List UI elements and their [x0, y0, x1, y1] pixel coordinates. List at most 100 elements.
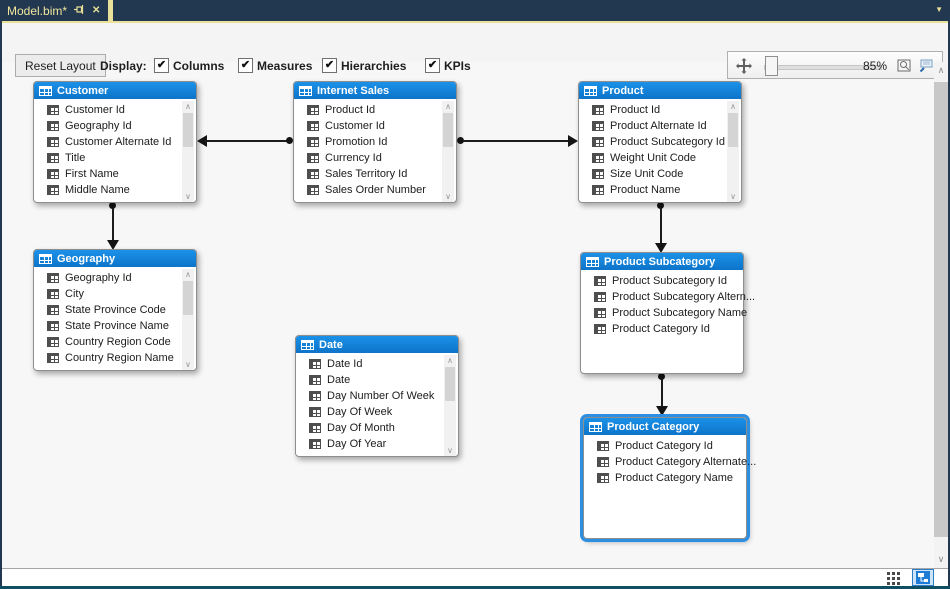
- fit-to-screen-icon[interactable]: [897, 58, 912, 78]
- relationship-customer-geography[interactable]: [107, 202, 119, 250]
- checkbox-measures[interactable]: ✔: [238, 58, 253, 73]
- table-date[interactable]: Date Date Id Date Day Number Of Week Day…: [295, 335, 459, 457]
- scrollbar-thumb[interactable]: [728, 113, 738, 147]
- column-row[interactable]: State Province Name: [34, 318, 196, 334]
- checkbox-kpis[interactable]: ✔: [425, 58, 440, 73]
- column-row[interactable]: Product Id: [294, 102, 456, 118]
- table-header[interactable]: Product Category: [584, 418, 746, 435]
- scroll-up-icon[interactable]: ∧: [447, 356, 453, 365]
- scroll-down-icon[interactable]: ∨: [185, 192, 191, 201]
- column-row[interactable]: Day Of Year: [296, 436, 458, 452]
- scroll-up-icon[interactable]: ∧: [937, 65, 945, 75]
- table-scrollbar[interactable]: ∧ ∨: [182, 101, 194, 202]
- checkbox-kpis-label[interactable]: KPIs: [444, 59, 471, 73]
- column-row[interactable]: Middle Name: [34, 182, 196, 198]
- table-header[interactable]: Date: [296, 336, 458, 353]
- scroll-down-icon[interactable]: ∨: [185, 360, 191, 369]
- scrollbar-thumb[interactable]: [443, 113, 453, 147]
- column-row[interactable]: Country Region Code: [34, 334, 196, 350]
- table-scrollbar[interactable]: ∧ ∨: [727, 101, 739, 202]
- checkbox-columns[interactable]: ✔: [154, 58, 169, 73]
- pan-icon[interactable]: [736, 58, 752, 79]
- column-row[interactable]: Day Number Of Week: [296, 388, 458, 404]
- column-row[interactable]: Geography Id: [34, 270, 196, 286]
- scrollbar-thumb[interactable]: [183, 113, 193, 147]
- zoom-100-icon[interactable]: [918, 58, 934, 78]
- scroll-up-icon[interactable]: ∧: [730, 102, 736, 111]
- checkbox-columns-label[interactable]: Columns: [173, 59, 225, 73]
- scroll-down-icon[interactable]: ∨: [445, 192, 451, 201]
- column-row[interactable]: First Name: [34, 166, 196, 182]
- relationship-subcategory-category[interactable]: [656, 373, 668, 416]
- column-row[interactable]: Product Alternate Id: [579, 118, 741, 134]
- column-row[interactable]: City: [34, 286, 196, 302]
- table-product-subcategory[interactable]: Product Subcategory Product Subcategory …: [580, 252, 755, 374]
- relationship-internet-sales-product[interactable]: [457, 135, 578, 147]
- column-row[interactable]: Product Subcategory Name: [581, 305, 747, 321]
- table-geography[interactable]: Geography Geography Id City State Provin…: [33, 249, 197, 371]
- tab-model-bim[interactable]: Model.bim* ✕: [0, 0, 108, 21]
- table-scrollbar[interactable]: ∧ ∨: [442, 101, 454, 202]
- column-row[interactable]: Country Region Name: [34, 350, 196, 366]
- checkbox-hierarchies-label[interactable]: Hierarchies: [341, 59, 407, 73]
- scroll-down-icon[interactable]: ∨: [730, 192, 736, 201]
- table-scrollbar[interactable]: ∧ ∨: [182, 269, 194, 370]
- table-header[interactable]: Geography: [34, 250, 196, 267]
- scroll-up-icon[interactable]: ∧: [185, 102, 191, 111]
- column-row[interactable]: Date Id: [296, 356, 458, 372]
- close-icon[interactable]: ✕: [92, 5, 101, 16]
- table-header[interactable]: Product: [579, 82, 741, 99]
- scroll-down-icon[interactable]: ∨: [937, 554, 945, 564]
- document-list-dropdown-icon[interactable]: ▼: [935, 5, 943, 14]
- relationship-internet-sales-customer[interactable]: [197, 135, 293, 147]
- zoom-slider-thumb[interactable]: [765, 56, 778, 76]
- column-row[interactable]: Promotion Id: [294, 134, 456, 150]
- column-row[interactable]: Customer Id: [294, 118, 456, 134]
- scroll-up-icon[interactable]: ∧: [445, 102, 451, 111]
- column-row[interactable]: Title: [34, 150, 196, 166]
- table-internet-sales[interactable]: Internet Sales Product Id Customer Id Pr…: [293, 81, 457, 203]
- table-header[interactable]: Product Subcategory: [581, 253, 743, 270]
- pin-icon[interactable]: [74, 2, 85, 20]
- scroll-up-icon[interactable]: ∧: [185, 270, 191, 279]
- column-row[interactable]: Product Category Id: [584, 438, 746, 454]
- column-row[interactable]: Currency Id: [294, 150, 456, 166]
- zoom-slider-track[interactable]: [764, 65, 882, 70]
- column-row[interactable]: Product Subcategory Id: [581, 273, 743, 289]
- table-header[interactable]: Customer: [34, 82, 196, 99]
- column-row[interactable]: Product Category Id: [581, 321, 743, 337]
- scrollbar-thumb[interactable]: [183, 281, 193, 315]
- column-row[interactable]: Day Of Month: [296, 420, 458, 436]
- column-row[interactable]: Size Unit Code: [579, 166, 741, 182]
- checkbox-measures-label[interactable]: Measures: [257, 59, 313, 73]
- column-row[interactable]: Day Of Week: [296, 404, 458, 420]
- column-row[interactable]: State Province Code: [34, 302, 196, 318]
- table-product-category[interactable]: Product Category Product Category Id Pro…: [583, 417, 756, 539]
- table-customer[interactable]: Customer Customer Id Geography Id Custom…: [33, 81, 197, 203]
- relationship-product-subcategory[interactable]: [655, 202, 667, 253]
- column-row[interactable]: Weight Unit Code: [579, 150, 741, 166]
- table-header[interactable]: Internet Sales: [294, 82, 456, 99]
- column-row[interactable]: Product Category Name: [584, 470, 746, 486]
- column-row[interactable]: Customer Id: [34, 102, 196, 118]
- document-vertical-scrollbar[interactable]: ∧ ∨: [934, 62, 948, 568]
- reset-layout-button[interactable]: Reset Layout: [15, 54, 106, 77]
- table-product[interactable]: Product Product Id Product Alternate Id …: [578, 81, 742, 203]
- column-row[interactable]: Product Subcategory Id: [579, 134, 741, 150]
- column-row[interactable]: Sales Order Number: [294, 182, 456, 198]
- column-row[interactable]: Product Name: [579, 182, 741, 198]
- column-row[interactable]: Product Id: [579, 102, 741, 118]
- table-scrollbar[interactable]: ∧ ∨: [444, 355, 456, 456]
- grid-view-button[interactable]: [887, 572, 900, 585]
- scrollbar-thumb[interactable]: [934, 82, 948, 537]
- scroll-down-icon[interactable]: ∨: [447, 446, 453, 455]
- column-row[interactable]: Sales Territory Id: [294, 166, 456, 182]
- column-row[interactable]: Customer Alternate Id: [34, 134, 196, 150]
- scrollbar-thumb[interactable]: [445, 367, 455, 401]
- column-row[interactable]: Date: [296, 372, 458, 388]
- checkbox-hierarchies[interactable]: ✔: [322, 58, 337, 73]
- column-row[interactable]: Geography Id: [34, 118, 196, 134]
- diagram-view-button[interactable]: [912, 569, 934, 586]
- column-row[interactable]: Product Subcategory Altern...: [581, 289, 755, 305]
- column-row[interactable]: Product Category Alternate...: [584, 454, 756, 470]
